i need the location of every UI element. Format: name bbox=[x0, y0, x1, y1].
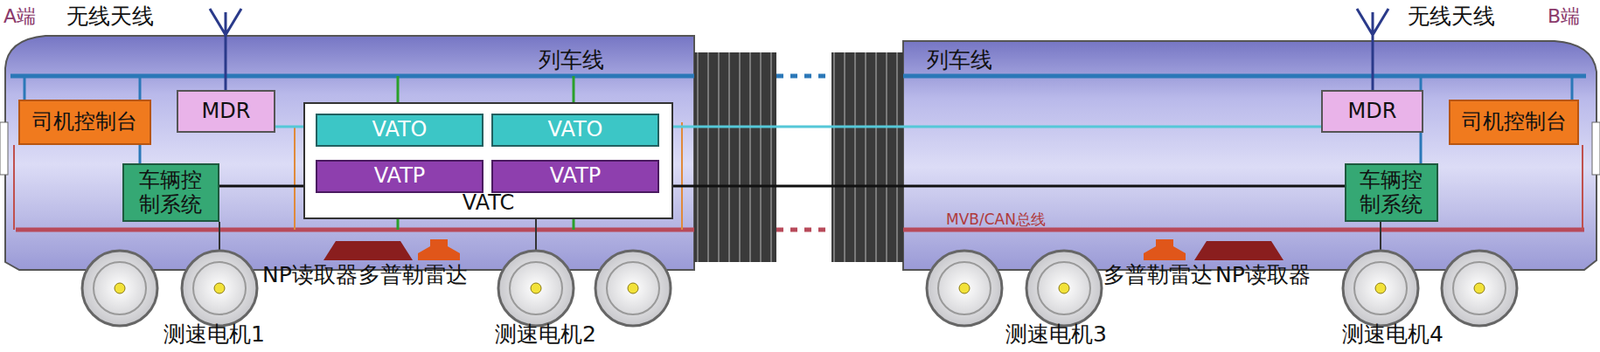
bus-drop bbox=[681, 122, 683, 230]
wheel bbox=[926, 250, 1002, 327]
label-text: 无线天线 bbox=[66, 3, 154, 30]
wheel bbox=[498, 250, 574, 327]
wheel-hub bbox=[959, 283, 970, 294]
wheel-rim bbox=[1354, 262, 1407, 315]
wheel bbox=[595, 250, 671, 327]
wheel-rim bbox=[1037, 262, 1091, 315]
train-line-drop bbox=[23, 76, 27, 100]
wheel bbox=[1026, 250, 1102, 327]
bus-drop bbox=[293, 126, 296, 230]
connector bbox=[219, 185, 304, 188]
node-text: MDR bbox=[1348, 99, 1398, 125]
wheel-hub bbox=[1375, 283, 1386, 294]
wheel-rim bbox=[938, 262, 991, 315]
bus-drop bbox=[1581, 145, 1584, 230]
mvb-can-bus bbox=[903, 228, 1585, 233]
wheel bbox=[82, 250, 158, 327]
vatp-box: VATP bbox=[491, 160, 660, 194]
wheel-rim bbox=[509, 262, 563, 315]
mvb-can-bus bbox=[776, 228, 832, 233]
node-text: 司机控制台 bbox=[1461, 110, 1567, 135]
car-body-b bbox=[903, 41, 1597, 271]
antenna bbox=[209, 8, 1389, 91]
driver-console: 司机控制台 bbox=[1448, 99, 1580, 146]
label-text: 多普勒雷达 bbox=[358, 262, 468, 289]
wheel-hub bbox=[114, 283, 126, 294]
label-text: 列车线 bbox=[538, 47, 605, 74]
wheel-set bbox=[82, 250, 1517, 327]
doppler-radar bbox=[1143, 239, 1186, 261]
wheel-rim bbox=[606, 262, 660, 315]
label-text: 列车线 bbox=[926, 47, 993, 74]
wheel bbox=[1342, 250, 1419, 327]
train-line-drop bbox=[1571, 76, 1574, 100]
car-body-a bbox=[5, 35, 695, 271]
wheel-hub bbox=[627, 283, 639, 294]
label-text: NP读取器 bbox=[262, 262, 358, 289]
train-line bbox=[776, 74, 832, 79]
node-text: VATO bbox=[372, 118, 428, 143]
np-reader bbox=[323, 241, 413, 261]
vatp-box: VATP bbox=[315, 160, 484, 194]
label-text: 测速电机1 bbox=[163, 321, 265, 348]
label-text: NP读取器 bbox=[1215, 262, 1311, 289]
cab-window bbox=[1592, 122, 1600, 175]
vehicle-control-box: 车辆控制系统 bbox=[1344, 163, 1439, 223]
mdr-box: MDR bbox=[1321, 90, 1424, 133]
train-line bbox=[903, 74, 1587, 79]
label-text: 测速电机2 bbox=[494, 321, 597, 348]
label-text: 测速电机4 bbox=[1342, 321, 1444, 348]
gangway-bellows bbox=[694, 52, 777, 263]
gangway-bellows bbox=[831, 52, 904, 263]
train-line bbox=[10, 74, 695, 79]
wheel-rim bbox=[93, 262, 147, 315]
node-text: 车辆控制系统 bbox=[138, 168, 203, 217]
vato-box: VATO bbox=[491, 113, 660, 147]
label-text: A端 bbox=[3, 3, 36, 30]
node-text: 车辆控制系统 bbox=[1358, 168, 1424, 217]
wheel bbox=[181, 250, 258, 327]
label-text: 多普勒雷达 bbox=[1103, 262, 1213, 289]
label-text: 测速电机3 bbox=[1005, 321, 1107, 348]
node-text: 司机控制台 bbox=[32, 110, 138, 135]
mvb-can-bus bbox=[15, 228, 695, 233]
mdr-box: MDR bbox=[176, 90, 276, 133]
bus-drop bbox=[13, 145, 15, 230]
vehicle-control-box: 车辆控制系统 bbox=[122, 163, 220, 223]
wheel-rim bbox=[1453, 262, 1506, 315]
label-text: 无线天线 bbox=[1407, 3, 1496, 30]
np-reader bbox=[1194, 241, 1284, 261]
vato-box: VATO bbox=[315, 113, 484, 147]
doppler-radar bbox=[417, 239, 460, 261]
label-text: B端 bbox=[1547, 3, 1580, 30]
wheel-rim bbox=[193, 262, 246, 315]
vatc-box: VATC VATO VATO VATP VATP bbox=[303, 102, 674, 220]
node-text: VATP bbox=[374, 164, 426, 189]
node-text: VATO bbox=[548, 118, 604, 143]
label-text: MVB/CAN总线 bbox=[946, 206, 1046, 233]
connector bbox=[659, 125, 1322, 129]
wheel-hub bbox=[214, 283, 225, 294]
wheel bbox=[1441, 250, 1517, 327]
cab-window bbox=[0, 122, 8, 175]
wheel-hub bbox=[530, 283, 542, 294]
wheel-hub bbox=[1058, 283, 1070, 294]
node-text: VATC bbox=[462, 191, 515, 216]
connector bbox=[673, 185, 1345, 188]
driver-console: 司机控制台 bbox=[18, 99, 152, 146]
node-text: MDR bbox=[201, 99, 251, 125]
node-text: VATP bbox=[549, 164, 602, 189]
wheel-hub bbox=[1474, 283, 1485, 294]
